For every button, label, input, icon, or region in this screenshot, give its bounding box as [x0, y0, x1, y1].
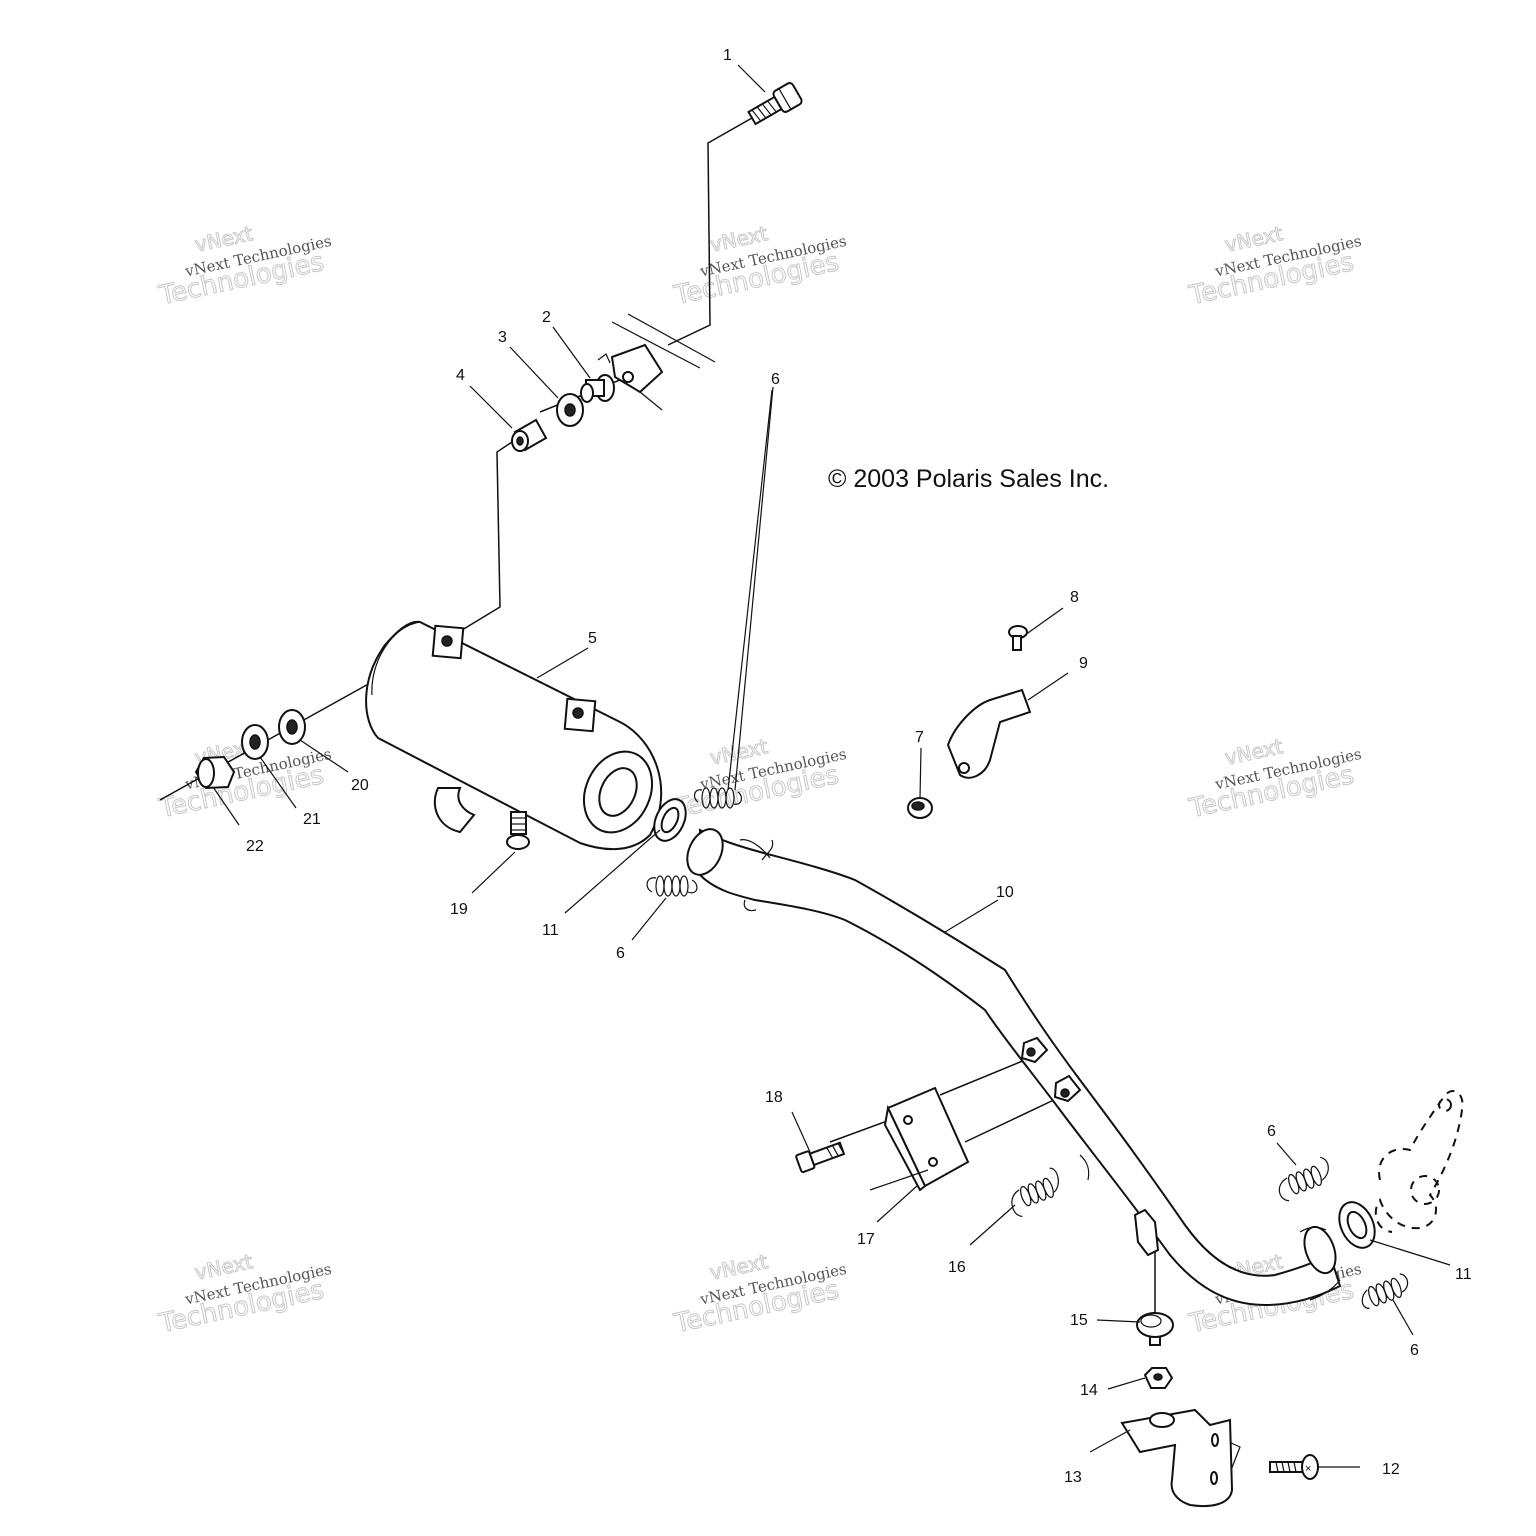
- watermark: vNext vNext Technologies Technologies: [155, 221, 333, 312]
- part-3-washer: [556, 393, 584, 427]
- assembly-lines: [159, 117, 1241, 1484]
- callouts: 1 2 3 4 5 6 6 6 6 7 8 9 10 11 11 12 13 1…: [246, 47, 1472, 1486]
- callout-15: 15: [1070, 1312, 1088, 1329]
- part-7-grommet: [907, 797, 933, 819]
- part-9-bracket: [946, 688, 1032, 779]
- part-16-spring: [1011, 1167, 1059, 1218]
- part-12-bolt: ×: [1269, 1454, 1319, 1480]
- watermark: vNext vNext Technologies Technologies: [1185, 221, 1363, 312]
- bolt-18-center-line: [829, 1119, 891, 1143]
- callout-9: 9: [1079, 655, 1088, 672]
- callout-5: 5: [588, 630, 597, 647]
- part-13-bracket: [1120, 1408, 1234, 1508]
- callout-11a: 11: [542, 922, 559, 939]
- part-22-nut: [194, 755, 236, 790]
- watermark: vNext vNext Technologies Technologies: [155, 1249, 333, 1340]
- callout-11b: 11: [1455, 1266, 1472, 1283]
- part-11-gasket-right: [1338, 1201, 1376, 1249]
- watermark-group: vNext vNext Technologies Technologies vN…: [155, 221, 1363, 1340]
- part-17-bracket: [883, 1086, 970, 1192]
- bracket-17-line-upper: [939, 1059, 1026, 1096]
- callout-20: 20: [351, 777, 369, 794]
- part-14-nut: [1143, 1367, 1174, 1389]
- callout-14: 14: [1080, 1382, 1098, 1399]
- leader-lines: [212, 64, 1451, 1468]
- callout-2: 2: [542, 309, 551, 326]
- callout-7: 7: [915, 729, 924, 746]
- part-1-bolt: [747, 82, 803, 126]
- callout-8: 8: [1070, 589, 1079, 606]
- callout-4: 4: [456, 367, 465, 384]
- grommet-center-line: [461, 439, 516, 631]
- part-11-gasket-left: [653, 798, 687, 842]
- part-6-spring-upper-left: [693, 787, 743, 809]
- callout-21: 21: [303, 811, 321, 828]
- callout-6c: 6: [1267, 1123, 1276, 1140]
- part-19-plug: [506, 811, 530, 850]
- callout-13: 13: [1064, 1469, 1082, 1486]
- watermark: vNext vNext Technologies Technologies: [670, 221, 848, 312]
- part-20-washer: [278, 709, 306, 745]
- callout-6b: 6: [616, 945, 625, 962]
- callout-10: 10: [996, 884, 1014, 901]
- watermark: vNext vNext Technologies Technologies: [670, 734, 848, 825]
- cylinder-flange-phantom: [1374, 1090, 1464, 1233]
- part-6-spring-lower-left: [646, 875, 698, 897]
- bracket-17-line-lower: [964, 1097, 1059, 1143]
- watermark: vNext vNext Technologies Technologies: [670, 1249, 848, 1340]
- callout-6d: 6: [1410, 1342, 1419, 1359]
- part-21-lockwasher: [241, 724, 269, 760]
- watermark: vNext vNext Technologies Technologies: [1185, 734, 1363, 825]
- callout-16: 16: [948, 1259, 966, 1276]
- svg-text:×: ×: [1305, 1463, 1311, 1475]
- callout-18: 18: [765, 1089, 783, 1106]
- part-4-grommet: [511, 418, 548, 452]
- callout-6a: 6: [771, 371, 780, 388]
- callout-3: 3: [498, 329, 507, 346]
- part-6-spring-upper-right: [1278, 1156, 1329, 1202]
- callout-17: 17: [857, 1231, 875, 1248]
- part-6-spring-lower-right: [1361, 1273, 1409, 1309]
- part-5-muffler: [365, 620, 663, 851]
- part-10-exhaust-pipe: [686, 828, 1342, 1307]
- part-15-grommet: [1136, 1312, 1174, 1346]
- part-2-stud: [580, 374, 615, 403]
- part-8-screw: [1008, 625, 1028, 651]
- part-18-bolt: [795, 1141, 846, 1173]
- callout-1: 1: [723, 47, 732, 64]
- callout-22: 22: [246, 838, 264, 855]
- copyright-notice: © 2003 Polaris Sales Inc.: [828, 465, 1109, 493]
- frame-mount: [597, 313, 716, 411]
- bolt-1-center-line: [667, 117, 753, 346]
- callout-12: 12: [1382, 1461, 1400, 1478]
- callout-19: 19: [450, 901, 468, 918]
